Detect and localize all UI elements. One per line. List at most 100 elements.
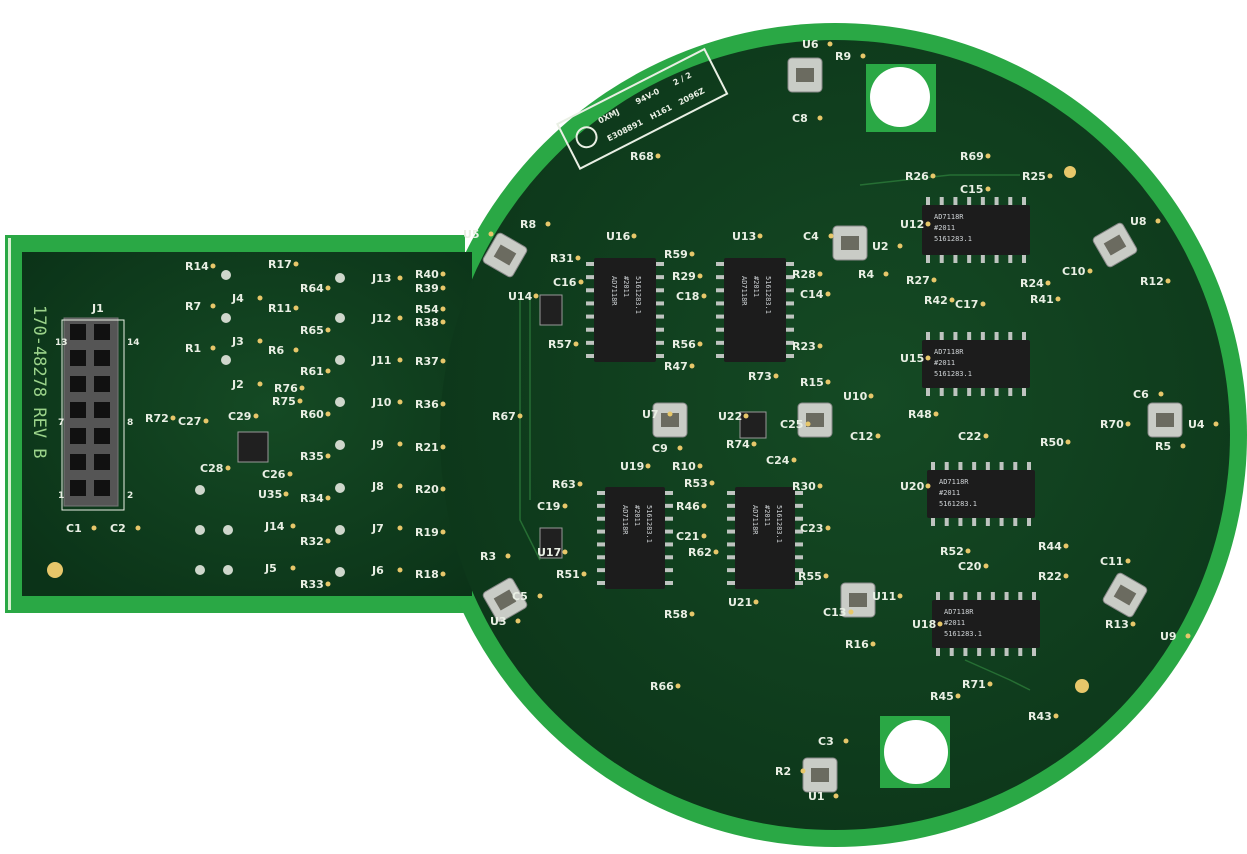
- solder-pad: [645, 463, 651, 469]
- chip-marking: AD7118R: [751, 505, 759, 535]
- test-point: [335, 567, 345, 577]
- solder-pad: [937, 621, 943, 627]
- silkscreen-label: C2: [110, 522, 126, 535]
- chip-marking: #2011: [633, 505, 641, 526]
- sensor-package: [832, 225, 868, 261]
- test-point: [195, 485, 205, 495]
- test-point: [335, 273, 345, 283]
- silkscreen-label: U2: [872, 240, 889, 253]
- solder-pad: [440, 271, 446, 277]
- silkscreen-label: R74: [726, 438, 750, 451]
- solder-pad: [253, 413, 259, 419]
- solder-pad: [578, 279, 584, 285]
- solder-pad: [537, 593, 543, 599]
- silkscreen-label: R38: [415, 316, 439, 329]
- sensor-package: [787, 57, 823, 93]
- solder-pad: [397, 399, 403, 405]
- solder-pad: [925, 221, 931, 227]
- silkscreen-label: C23: [800, 522, 823, 535]
- silkscreen-label: R7: [185, 300, 201, 313]
- solder-pad: [933, 411, 939, 417]
- solder-pad: [1053, 713, 1059, 719]
- silkscreen-label: C16: [553, 276, 577, 289]
- solder-pad: [397, 483, 403, 489]
- chip-marking: 5161283.1: [645, 505, 653, 543]
- solder-pad: [210, 263, 216, 269]
- chip-marking: 5161283.1: [939, 500, 977, 508]
- silkscreen-label: J12: [371, 312, 391, 325]
- solder-pad: [897, 243, 903, 249]
- solder-pad: [827, 41, 833, 47]
- silkscreen-label: R26: [905, 170, 929, 183]
- silkscreen-label: R65: [300, 324, 324, 337]
- connector-pin: [70, 428, 86, 444]
- solder-pad: [955, 693, 961, 699]
- silkscreen-label: C20: [958, 560, 982, 573]
- test-point: [223, 525, 233, 535]
- pin-number: 14: [127, 338, 140, 348]
- silkscreen-label: U18: [912, 618, 936, 631]
- solder-pad: [965, 548, 971, 554]
- connector-pin: [94, 454, 110, 470]
- silkscreen-label: R41: [1030, 293, 1054, 306]
- small-ic: [539, 294, 563, 326]
- gold-fiducial: [47, 562, 63, 578]
- solder-pad: [573, 341, 579, 347]
- silkscreen-label: C4: [803, 230, 819, 243]
- pin-number: 13: [55, 338, 68, 348]
- solder-pad: [825, 291, 831, 297]
- solder-pad: [800, 768, 806, 774]
- silkscreen-label: R68: [630, 150, 654, 163]
- solder-pad: [257, 381, 263, 387]
- chip-marking: 5161283.1: [944, 630, 982, 638]
- solder-pad: [848, 609, 854, 615]
- solder-pad: [440, 319, 446, 325]
- solder-pad: [440, 444, 446, 450]
- connector-pin: [70, 350, 86, 366]
- chip-marking: 5161283.1: [934, 235, 972, 243]
- test-point: [335, 355, 345, 365]
- solder-pad: [1125, 421, 1131, 427]
- silkscreen-label: R63: [552, 478, 576, 491]
- silkscreen-label: R36: [415, 398, 439, 411]
- solder-pad: [985, 186, 991, 192]
- solder-pad: [440, 529, 446, 535]
- solder-pad: [577, 481, 583, 487]
- silkscreen-label: R32: [300, 535, 324, 548]
- test-point: [195, 525, 205, 535]
- solder-pad: [817, 271, 823, 277]
- silkscreen-label: U20: [900, 480, 925, 493]
- solder-pad: [843, 738, 849, 744]
- silkscreen-label: U11: [872, 590, 896, 603]
- solder-pad: [283, 491, 289, 497]
- silkscreen-label: R27: [906, 274, 930, 287]
- pin-number: 2: [127, 491, 133, 501]
- solder-pad: [868, 393, 874, 399]
- solder-pad: [987, 681, 993, 687]
- solder-pad: [515, 618, 521, 624]
- connector-pin: [94, 376, 110, 392]
- silkscreen-label: U35: [258, 488, 282, 501]
- silkscreen-label: R40: [415, 268, 439, 281]
- test-point: [335, 525, 345, 535]
- test-point: [221, 355, 231, 365]
- solder-pad: [440, 358, 446, 364]
- silkscreen-label: R6: [268, 344, 284, 357]
- silkscreen-label: R73: [748, 370, 772, 383]
- solder-pad: [773, 373, 779, 379]
- solder-pad: [817, 115, 823, 121]
- solder-pad: [828, 233, 834, 239]
- solder-pad: [257, 338, 263, 344]
- silkscreen-label: R34: [300, 492, 324, 505]
- test-point: [335, 397, 345, 407]
- solder-pad: [743, 413, 749, 419]
- chip-marking: AD7118R: [939, 478, 969, 486]
- sensor-package: [1147, 402, 1183, 438]
- chip-marking: 5161283.1: [764, 276, 772, 314]
- solder-pad: [757, 233, 763, 239]
- traces: [519, 174, 1031, 691]
- connector-pin: [70, 324, 86, 340]
- silkscreen-label: R13: [1105, 618, 1129, 631]
- solder-pad: [325, 411, 331, 417]
